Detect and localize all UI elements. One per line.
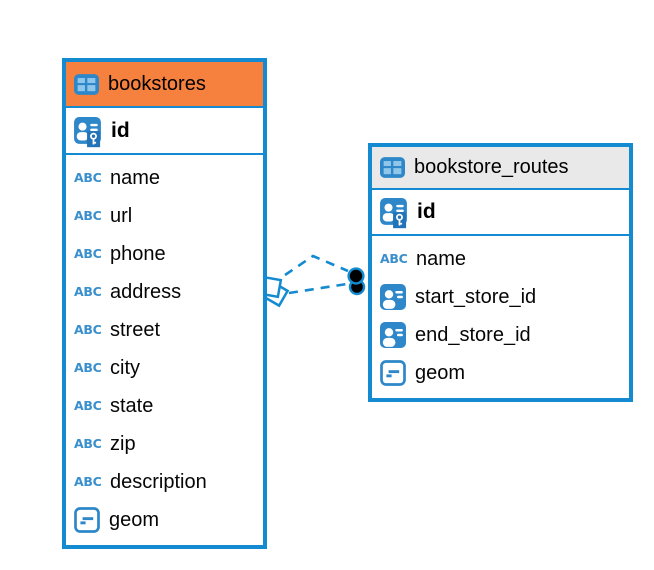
column-row[interactable]: start_store_id xyxy=(372,278,629,316)
relationship-line-end-store[interactable] xyxy=(288,282,348,295)
text-type-icon: ABC xyxy=(74,435,102,451)
geometry-type-icon xyxy=(74,507,100,533)
column-name: city xyxy=(110,356,140,379)
column-name: zip xyxy=(110,432,136,455)
column-row[interactable]: ABC description xyxy=(66,463,263,501)
reference-type-icon xyxy=(380,284,406,310)
columns-section: ABC name ABC url ABC phone ABC address A… xyxy=(66,155,263,545)
reference-type-icon xyxy=(380,322,406,348)
text-type-icon: ABC xyxy=(74,245,102,261)
relationship-target-marker-front[interactable] xyxy=(347,267,365,285)
column-row[interactable]: ABC name xyxy=(372,240,629,278)
primary-key-name: id xyxy=(417,200,436,223)
column-name: street xyxy=(110,318,161,341)
column-row[interactable]: end_store_id xyxy=(372,316,629,354)
relationship-line-start-store[interactable] xyxy=(284,254,349,277)
column-name: address xyxy=(110,280,182,303)
table-bookstores[interactable]: bookstores id ABC name ABC url ABC phone… xyxy=(62,58,267,549)
column-row[interactable]: ABC name xyxy=(66,159,263,197)
relationship-target-marker-back[interactable] xyxy=(348,278,366,296)
primary-key-name: id xyxy=(111,118,130,142)
column-row[interactable]: geom xyxy=(372,354,629,392)
column-name: end_store_id xyxy=(415,323,531,346)
column-name: name xyxy=(110,166,161,189)
column-name: description xyxy=(110,470,207,493)
column-row[interactable]: ABC state xyxy=(66,387,263,425)
table-icon xyxy=(380,157,405,178)
table-name: bookstores xyxy=(108,72,206,95)
column-row[interactable]: ABC zip xyxy=(66,425,263,463)
primary-key-row[interactable]: id xyxy=(372,190,629,236)
primary-key-row[interactable]: id xyxy=(66,108,263,155)
text-type-icon: ABC xyxy=(74,207,102,223)
text-type-icon: ABC xyxy=(74,359,102,375)
column-row[interactable]: ABC city xyxy=(66,349,263,387)
columns-section: ABC name start_store_id end_store_id geo… xyxy=(372,236,629,398)
text-type-icon: ABC xyxy=(74,473,102,489)
text-type-icon: ABC xyxy=(74,283,102,299)
column-name: start_store_id xyxy=(415,285,537,308)
column-row[interactable]: ABC phone xyxy=(66,235,263,273)
column-row[interactable]: ABC url xyxy=(66,197,263,235)
column-name: url xyxy=(110,204,133,227)
text-type-icon: ABC xyxy=(74,169,102,185)
table-header-bookstore-routes[interactable]: bookstore_routes xyxy=(372,147,629,190)
relationship-source-marker-back[interactable] xyxy=(262,280,290,308)
text-type-icon: ABC xyxy=(74,321,102,337)
table-name: bookstore_routes xyxy=(414,156,569,178)
geometry-type-icon xyxy=(380,360,406,386)
table-header-bookstores[interactable]: bookstores xyxy=(66,62,263,108)
column-row[interactable]: geom xyxy=(66,501,263,539)
column-name: state xyxy=(110,394,154,417)
column-name: name xyxy=(416,247,467,270)
primary-key-icon xyxy=(74,117,102,148)
primary-key-icon xyxy=(380,198,408,229)
text-type-icon: ABC xyxy=(74,397,102,413)
column-row[interactable]: ABC address xyxy=(66,273,263,311)
table-bookstore-routes[interactable]: bookstore_routes id ABC name start_store… xyxy=(368,143,633,402)
column-row[interactable]: ABC street xyxy=(66,311,263,349)
column-name: phone xyxy=(110,242,166,265)
table-icon xyxy=(74,74,99,95)
column-name: geom xyxy=(109,508,160,531)
text-type-icon: ABC xyxy=(380,250,408,266)
column-name: geom xyxy=(415,361,466,384)
